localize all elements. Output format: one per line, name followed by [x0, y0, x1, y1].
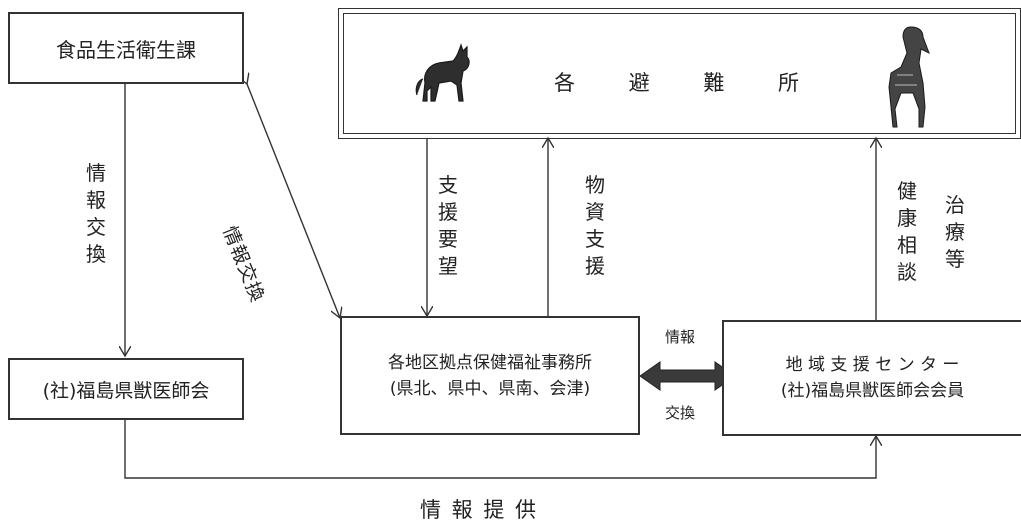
cat-icon — [415, 43, 470, 102]
support-request-label: 支 援 要 望 — [438, 173, 458, 278]
left-exchange-label: 情 報 交 換 — [86, 161, 106, 266]
support-center-name: 地 域 支 援 セ ン タ ー — [785, 355, 960, 375]
food-hygiene-label: 食品生活衛生課 — [56, 37, 196, 62]
dog-icon — [888, 26, 930, 128]
health-consult-label: 健 康 相 談 — [897, 179, 917, 284]
arrow-food-welfare — [247, 84, 340, 318]
support-center-members: (社)福島県獣医師会会員 — [780, 381, 965, 401]
welfare-office-name: 各地区拠点保健福祉事務所 — [388, 352, 592, 373]
vet-association-box: (社)福島県獣医師会 — [8, 358, 244, 420]
exchange-double-arrow — [639, 361, 736, 391]
material-support-label: 物 資 支 援 — [585, 173, 605, 278]
welfare-office-box: 各地区拠点保健福祉事務所 (県北、県中、県南、会津) — [340, 316, 640, 435]
vet-association-label: (社)福島県獣医師会 — [42, 379, 210, 402]
info-provision-label: 情 報 提 供 — [420, 498, 539, 522]
food-hygiene-box: 食品生活衛生課 — [8, 12, 244, 84]
exchange-top-label: 情報 — [665, 328, 696, 346]
treatment-label: 治 療 等 — [945, 193, 965, 271]
shelters-box: 各 避 難 所 — [338, 8, 1021, 139]
exchange-bottom-label: 交換 — [665, 404, 696, 422]
support-center-box: 地 域 支 援 セ ン タ ー (社)福島県獣医師会会員 — [722, 320, 1021, 436]
arrow-info-provision — [124, 420, 876, 479]
shelters-title: 各 避 難 所 — [554, 71, 799, 95]
welfare-office-regions: (県北、県中、県南、会津) — [389, 378, 591, 399]
